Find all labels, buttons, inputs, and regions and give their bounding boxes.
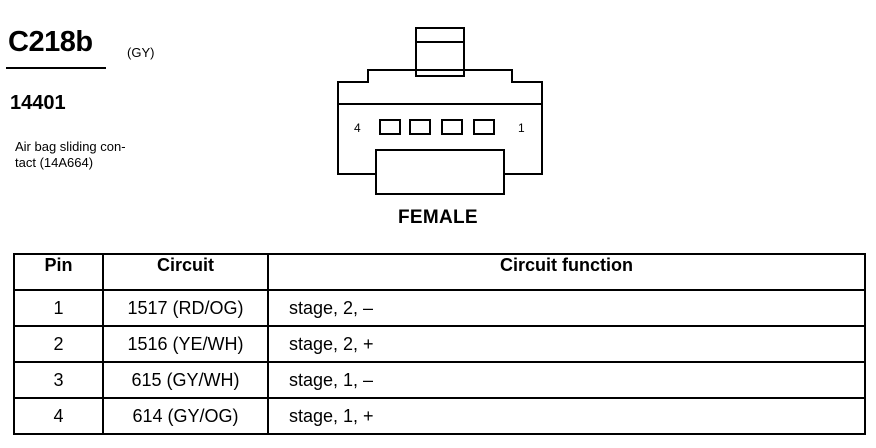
connector-lock-tab xyxy=(415,27,465,77)
pin-label-left: 4 xyxy=(354,121,361,135)
cell-circuit: 1517 (RD/OG) xyxy=(102,289,269,327)
pin-cavity-3 xyxy=(409,119,431,135)
table-row: 1 1517 (RD/OG) stage, 2, – xyxy=(13,289,866,327)
pin-cavity-4 xyxy=(379,119,401,135)
connector-face-diagram: 4 1 xyxy=(337,27,543,195)
connector-id: C218b xyxy=(8,26,93,58)
cell-circuit: 614 (GY/OG) xyxy=(102,397,269,435)
cell-pin: 2 xyxy=(13,325,104,363)
connector-gender-label: FEMALE xyxy=(398,207,478,228)
part-number: 14401 xyxy=(10,92,66,114)
connector-housing-top xyxy=(337,69,543,105)
table-row: 2 1516 (YE/WH) stage, 2, + xyxy=(13,325,866,363)
cell-function: stage, 2, – xyxy=(267,289,866,327)
pin-cavity-1 xyxy=(473,119,495,135)
table-header-row: Pin Circuit Circuit function xyxy=(13,253,866,291)
pin-cavity-2 xyxy=(441,119,463,135)
cell-pin: 4 xyxy=(13,397,104,435)
connector-id-underline xyxy=(6,67,106,69)
pin-label-right: 1 xyxy=(518,121,525,135)
header-pin: Pin xyxy=(13,253,104,291)
cell-function: stage, 2, + xyxy=(267,325,866,363)
connector-color: (GY) xyxy=(127,45,155,60)
header-circuit-function: Circuit function xyxy=(267,253,866,291)
cell-function: stage, 1, + xyxy=(267,397,866,435)
cell-function: stage, 1, – xyxy=(267,361,866,399)
cell-pin: 3 xyxy=(13,361,104,399)
cell-circuit: 1516 (YE/WH) xyxy=(102,325,269,363)
connector-description: Air bag sliding con- tact (14A664) xyxy=(15,139,165,171)
cell-circuit: 615 (GY/WH) xyxy=(102,361,269,399)
connector-keyway xyxy=(375,149,505,195)
description-line-1: Air bag sliding con- xyxy=(15,139,126,154)
pin-table: Pin Circuit Circuit function 1 1517 (RD/… xyxy=(13,253,866,435)
header-circuit: Circuit xyxy=(102,253,269,291)
description-line-2: tact (14A664) xyxy=(15,155,94,170)
cell-pin: 1 xyxy=(13,289,104,327)
table-row: 4 614 (GY/OG) stage, 1, + xyxy=(13,397,866,435)
table-row: 3 615 (GY/WH) stage, 1, – xyxy=(13,361,866,399)
